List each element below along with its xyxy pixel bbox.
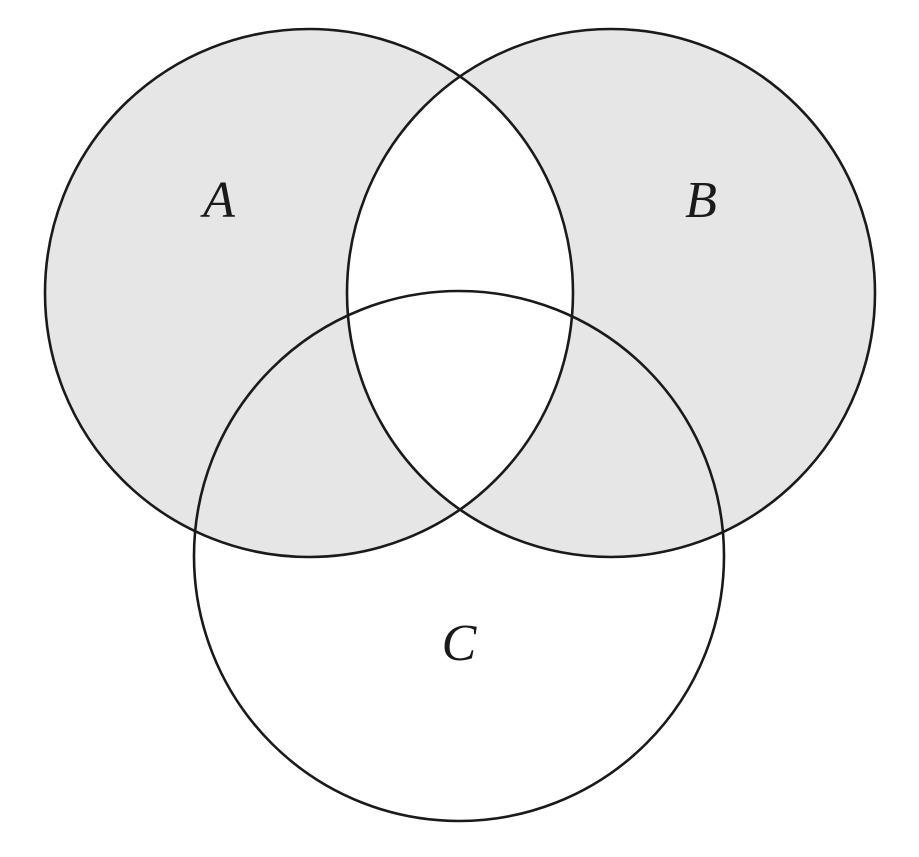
set-circle-a[interactable] <box>43 27 575 559</box>
set-label-a: A <box>200 172 235 229</box>
set-label-b: B <box>685 172 717 229</box>
set-circle-b[interactable] <box>345 27 877 559</box>
set-circle-c[interactable] <box>192 289 726 823</box>
set-label-c: C <box>442 615 478 672</box>
